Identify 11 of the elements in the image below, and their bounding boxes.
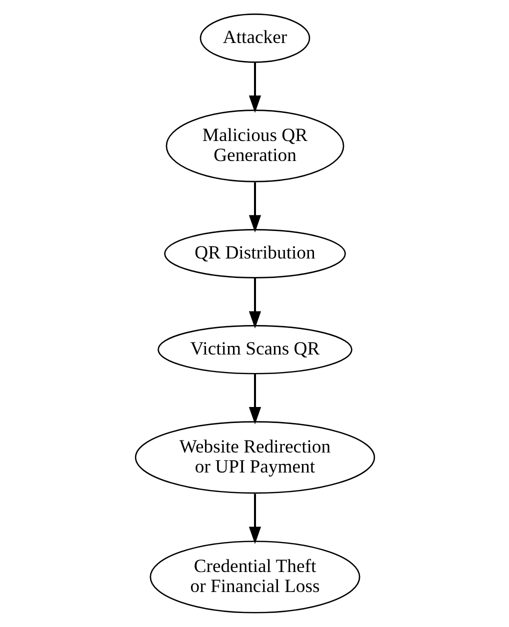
node-ellipse: QR Distribution [164,229,346,278]
node-ellipse: Credential Theft or Financial Loss [149,540,360,614]
node-ellipse: Attacker [199,14,310,63]
node-ellipse: Malicious QR Generation [165,110,344,182]
node-ellipse: Victim Scans QR [157,325,352,374]
arrow [248,494,261,544]
node-ellipse: Website Redirection or UPI Payment [134,421,375,494]
arrow [248,182,261,232]
arrow [248,278,261,329]
arrow [248,62,261,113]
arrow [248,374,261,424]
